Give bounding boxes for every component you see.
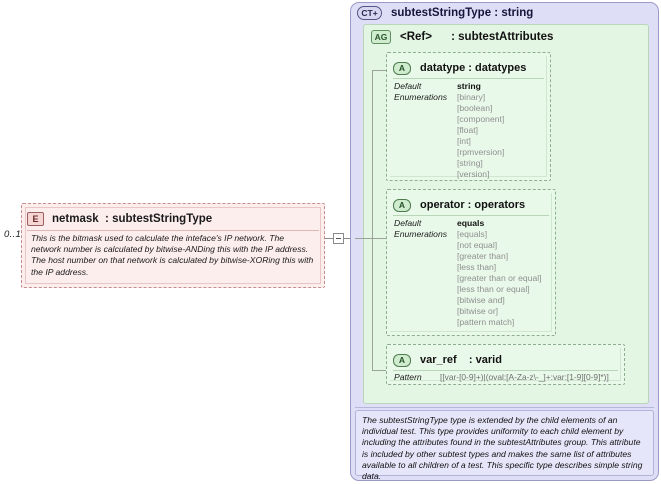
attribute-badge-icon: A xyxy=(393,353,411,367)
facet-enum-value: [pattern match] xyxy=(457,317,515,327)
complex-type-title: subtestStringType : string xyxy=(391,7,534,19)
attribute-facet-labels: Default Enumerations xyxy=(394,81,457,180)
tree-branch-datatype xyxy=(372,70,386,71)
facet-enum-value: [greater than or equal] xyxy=(457,273,542,283)
ct-badge-text: CT xyxy=(361,7,373,18)
facet-enum-value: [boolean] xyxy=(457,103,493,113)
element-netmask-box[interactable]: E netmask : subtestStringType This is th… xyxy=(21,203,325,288)
element-badge-icon: E xyxy=(27,212,44,226)
facet-enum-value: [less than or equal] xyxy=(457,284,530,294)
tree-trunk-line xyxy=(372,70,373,370)
attribute-frame xyxy=(390,193,552,332)
attribute-title: var_ref : varid xyxy=(420,354,502,366)
tree-branch-operator xyxy=(372,238,386,239)
attribute-group-title: <Ref> : subtestAttributes xyxy=(400,31,554,43)
facet-enum-value: [binary] xyxy=(457,92,486,102)
attribute-box-operator[interactable]: A operator : operators Default Enumerati… xyxy=(386,189,556,336)
attribute-facet-values: equals [equals] [not equal] [greater tha… xyxy=(457,218,542,328)
facet-enum-value: [less than] xyxy=(457,262,497,272)
attribute-facet-values: string [binary] [boolean] [component] [f… xyxy=(457,81,504,180)
facet-default-value: equals xyxy=(457,218,485,228)
attribute-title: datatype : datatypes xyxy=(420,62,527,74)
attribute-badge-icon: A xyxy=(393,61,411,75)
collapse-toggle-icon[interactable] xyxy=(333,233,344,244)
attribute-body-datatype: Default Enumerations string [binary] [bo… xyxy=(394,81,545,180)
attribute-box-varref[interactable]: A var_ref : varid Pattern [[var-[0-9]+)|… xyxy=(386,344,625,385)
ct-badge-plus: + xyxy=(372,7,378,18)
facet-enum-value: [rpmversion] xyxy=(457,147,505,157)
documentation-separator xyxy=(355,407,654,408)
facet-pattern-value: [[var-[0-9]+)|(oval:[A-Za-z\-_]+:var:[1-… xyxy=(440,372,609,382)
facet-enum-value: [float] xyxy=(457,125,479,135)
element-title: netmask : subtestStringType xyxy=(52,213,213,225)
attribute-body-operator: Default Enumerations equals [equals] [no… xyxy=(394,218,550,328)
attribute-header-operator: A operator : operators xyxy=(393,195,549,216)
facet-enum-value: [component] xyxy=(457,114,505,124)
cardinality-label: 0..1 xyxy=(4,229,22,240)
tree-branch-varref xyxy=(372,370,386,371)
facet-default-value: string xyxy=(457,81,481,91)
attribute-group-badge-icon: AG xyxy=(371,30,391,44)
facet-enum-value: [greater than] xyxy=(457,251,509,261)
facet-enum-value: [bitwise or] xyxy=(457,306,499,316)
facet-label-enumerations: Enumerations xyxy=(394,92,448,102)
attribute-header-varref: A var_ref : varid xyxy=(393,350,618,371)
element-header: E netmask : subtestStringType xyxy=(27,208,319,231)
facet-label-default: Default xyxy=(394,81,422,91)
attribute-frame xyxy=(390,348,621,381)
attribute-facet-labels: Pattern xyxy=(394,372,440,383)
facet-label-enumerations: Enumerations xyxy=(394,229,448,239)
attribute-badge-icon: A xyxy=(393,198,411,212)
facet-label-default: Default xyxy=(394,218,422,228)
attribute-box-datatype[interactable]: A datatype : datatypes Default Enumerati… xyxy=(386,52,551,181)
attribute-header-datatype: A datatype : datatypes xyxy=(393,58,544,79)
attribute-body-varref: Pattern [[var-[0-9]+)|(oval:[A-Za-z\-_]+… xyxy=(394,372,619,383)
complex-type-documentation: The subtestStringType type is extended b… xyxy=(355,410,654,481)
facet-enum-value: [string] xyxy=(457,158,483,168)
facet-enum-value: [equals] xyxy=(457,229,488,239)
element-inner-frame xyxy=(25,207,321,284)
facet-enum-value: [not equal] xyxy=(457,240,498,250)
attribute-frame xyxy=(390,56,547,177)
attribute-group-header: AG <Ref> : subtestAttributes xyxy=(371,30,553,44)
complex-type-badge-icon: CT+ xyxy=(357,6,382,20)
complex-type-header: CT+ subtestStringType : string xyxy=(357,6,533,20)
facet-enum-value: [bitwise and] xyxy=(457,295,505,305)
element-documentation: This is the bitmask used to calculate th… xyxy=(31,233,314,277)
attribute-facet-values: [[var-[0-9]+)|(oval:[A-Za-z\-_]+:var:[1-… xyxy=(440,372,609,383)
attribute-title: operator : operators xyxy=(420,199,526,211)
facet-label-pattern: Pattern xyxy=(394,372,422,382)
tree-stub xyxy=(355,238,373,239)
facet-enum-value: [int] xyxy=(457,136,471,146)
connector-line-left xyxy=(325,238,333,239)
attribute-facet-labels: Default Enumerations xyxy=(394,218,457,328)
facet-enum-value: [version] xyxy=(457,169,490,179)
